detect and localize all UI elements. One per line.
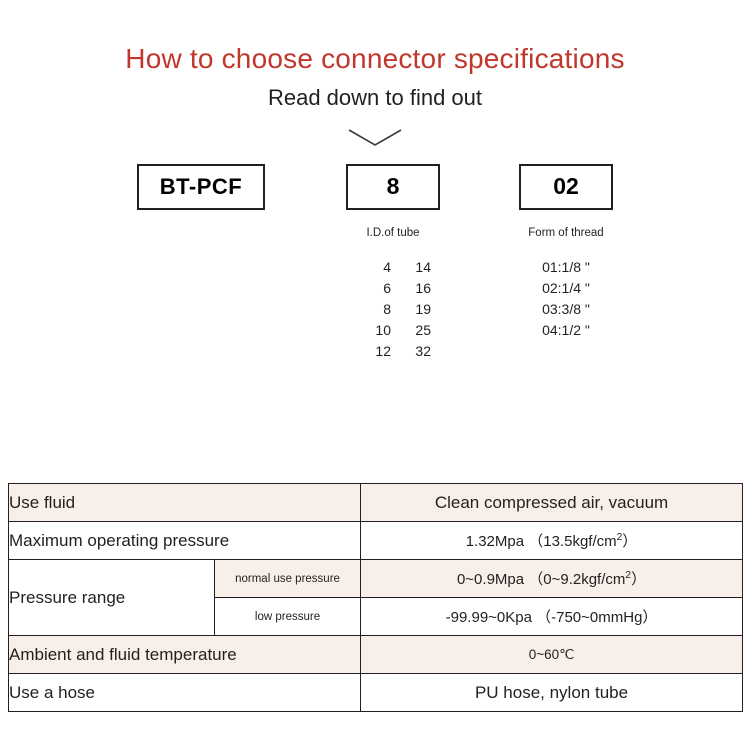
row-label-pressure-range: Pressure range (8, 559, 215, 636)
legend-thread-row: 03:3/8 " (542, 300, 590, 317)
legend-row: 12 32 (346, 341, 450, 362)
caption-id-of-tube: I.D.of tube (366, 226, 420, 239)
legend-thread-row: 04:1/2 " (542, 321, 590, 338)
code-box-form-of-thread-value: 02 (553, 173, 579, 200)
legend-id-left: 12 (375, 342, 391, 359)
row-sublabel-normal-use-pressure: normal use pressure (213, 559, 362, 598)
row-label-max-operating-pressure: Maximum operating pressure (7, 521, 362, 560)
legend-row: 8 19 (346, 299, 450, 320)
table-row: Ambient and fluid temperature 0~60℃ (7, 635, 744, 674)
part-number-breakdown: BT-PCF 8 02 I.D.of tube Form of thread 4… (0, 163, 750, 364)
value-sup: 2 (616, 532, 623, 543)
table-row: Use a hose PU hose, nylon tube (7, 673, 744, 712)
legend-id-right: 25 (415, 321, 431, 338)
legend-id-of-tube: 4 14 6 16 8 19 10 25 12 32 (346, 257, 450, 362)
code-box-series-value: BT-PCF (159, 173, 243, 199)
table-row: Use fluid Clean compressed air, vacuum (7, 483, 744, 522)
table-row: Pressure range normal use pressure 0~0.9… (8, 559, 744, 636)
legend-row: 6 16 (346, 278, 450, 299)
legend-thread-row: 01:1/8 " (542, 258, 590, 275)
row-label-ambient-fluid-temperature: Ambient and fluid temperature (7, 635, 362, 674)
legend-id-left: 8 (383, 300, 391, 317)
legend-id-right: 16 (415, 279, 431, 296)
row-value-ambient-fluid-temperature: 0~60℃ (360, 635, 744, 674)
row-label-use-a-hose: Use a hose (7, 673, 362, 712)
legend-id-right: 32 (415, 342, 431, 359)
code-box-id-of-tube-value: 8 (386, 173, 400, 200)
row-label-use-fluid: Use fluid (7, 483, 362, 522)
legend-id-right: 14 (415, 258, 431, 275)
row-value-use-a-hose: PU hose, nylon tube (360, 673, 744, 712)
code-box-form-of-thread: 02 (519, 163, 613, 210)
page-header: How to choose connector specifications R… (0, 0, 750, 110)
chevron-down-icon (345, 126, 405, 150)
value-post: ） (631, 571, 647, 588)
value-pre: 1.32Mpa （13.5kgf/cm (465, 533, 617, 550)
page-subtitle: Read down to find out (267, 84, 483, 110)
legend-row: 10 25 (346, 320, 450, 341)
row-value-max-operating-pressure: 1.32Mpa （13.5kgf/cm2） (360, 521, 744, 560)
value-sup: 2 (625, 570, 632, 581)
table-row: Maximum operating pressure 1.32Mpa （13.5… (7, 521, 744, 560)
code-box-series: BT-PCF (137, 163, 265, 210)
row-value-use-fluid: Clean compressed air, vacuum (360, 483, 744, 522)
row-value-low-pressure: -99.99~0Kpa （-750~0mmHg） (360, 597, 744, 636)
page-title: How to choose connector specifications (125, 43, 625, 74)
legend-id-right: 19 (415, 300, 431, 317)
legend-id-left: 4 (383, 258, 391, 275)
row-sublabel-low-pressure: low pressure (213, 597, 362, 636)
legend-thread-row: 02:1/4 " (542, 279, 590, 296)
legend-id-left: 6 (383, 279, 391, 296)
legend-row: 4 14 (346, 257, 450, 278)
code-box-id-of-tube: 8 (346, 163, 440, 210)
row-value-normal-use-pressure: 0~0.9Mpa （0~9.2kgf/cm2） (360, 559, 744, 598)
legend-form-of-thread: 01:1/8 " 02:1/4 " 03:3/8 " 04:1/2 " (500, 257, 632, 341)
caption-form-of-thread: Form of thread (528, 226, 604, 239)
legend-id-left: 10 (375, 321, 391, 338)
value-post: ） (622, 533, 638, 550)
value-pre: 0~0.9Mpa （0~9.2kgf/cm (456, 571, 626, 588)
specification-table: Use fluid Clean compressed air, vacuum M… (7, 483, 744, 712)
chevron-down-icon-wrap (0, 126, 750, 150)
